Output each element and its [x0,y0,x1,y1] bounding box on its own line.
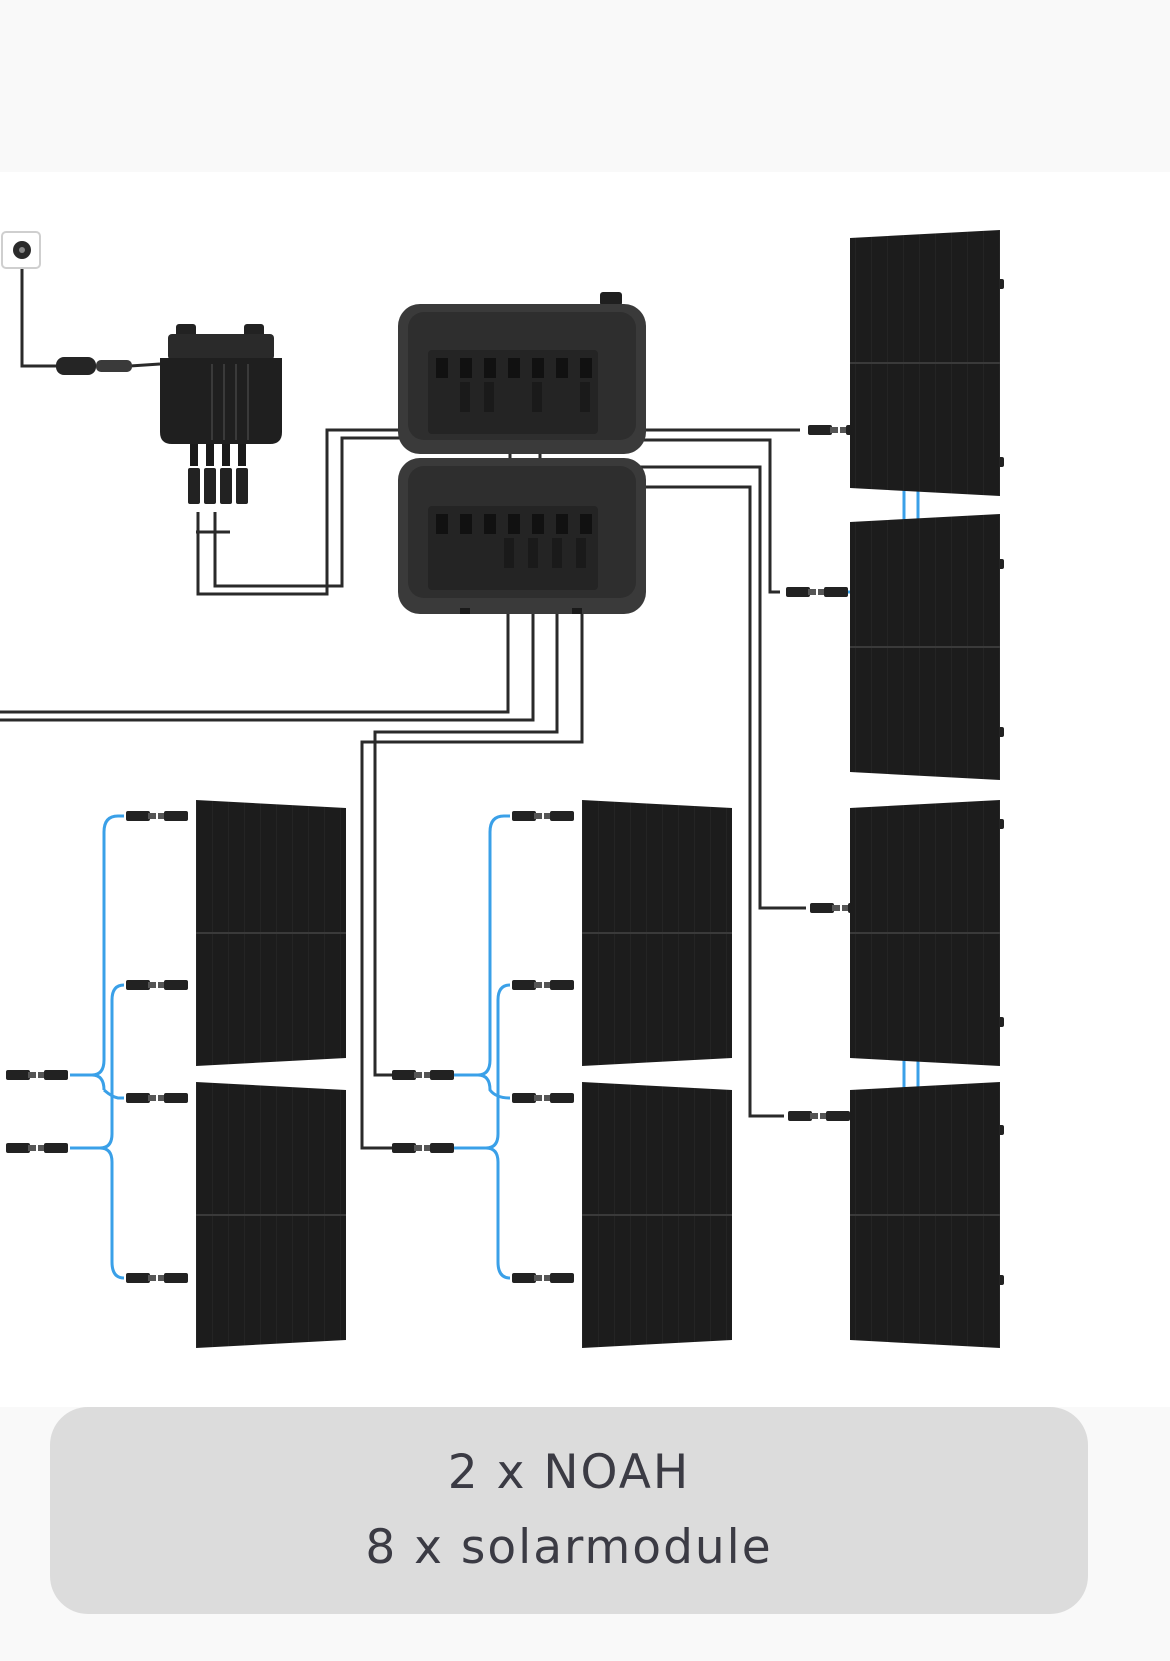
solar-panel-7 [581,799,733,1067]
microinverter [160,324,282,504]
solar-panel-5 [195,799,347,1067]
top-spacer [0,0,1170,172]
noah-battery-1 [398,292,646,454]
caption-panel-count: 8 x solarmodule [365,1519,773,1575]
solar-panel-4 [849,1081,1001,1349]
solar-panel-3 [849,799,1001,1067]
caption-battery-count: 2 x NOAH [447,1445,691,1501]
caption-card: 2 x NOAH 8 x solarmodule [50,1407,1088,1614]
wiring-diagram [0,172,1170,1407]
wall-socket-icon [1,231,41,269]
solar-panel-1 [849,229,1001,497]
solar-panel-8 [581,1081,733,1349]
solar-panel-6 [195,1081,347,1349]
wiring-diagram-svg [0,229,1004,1349]
dark-cables [0,257,806,1150]
noah-battery-2 [398,458,646,614]
plug-connector [56,357,132,375]
solar-panel-2 [849,513,1001,781]
